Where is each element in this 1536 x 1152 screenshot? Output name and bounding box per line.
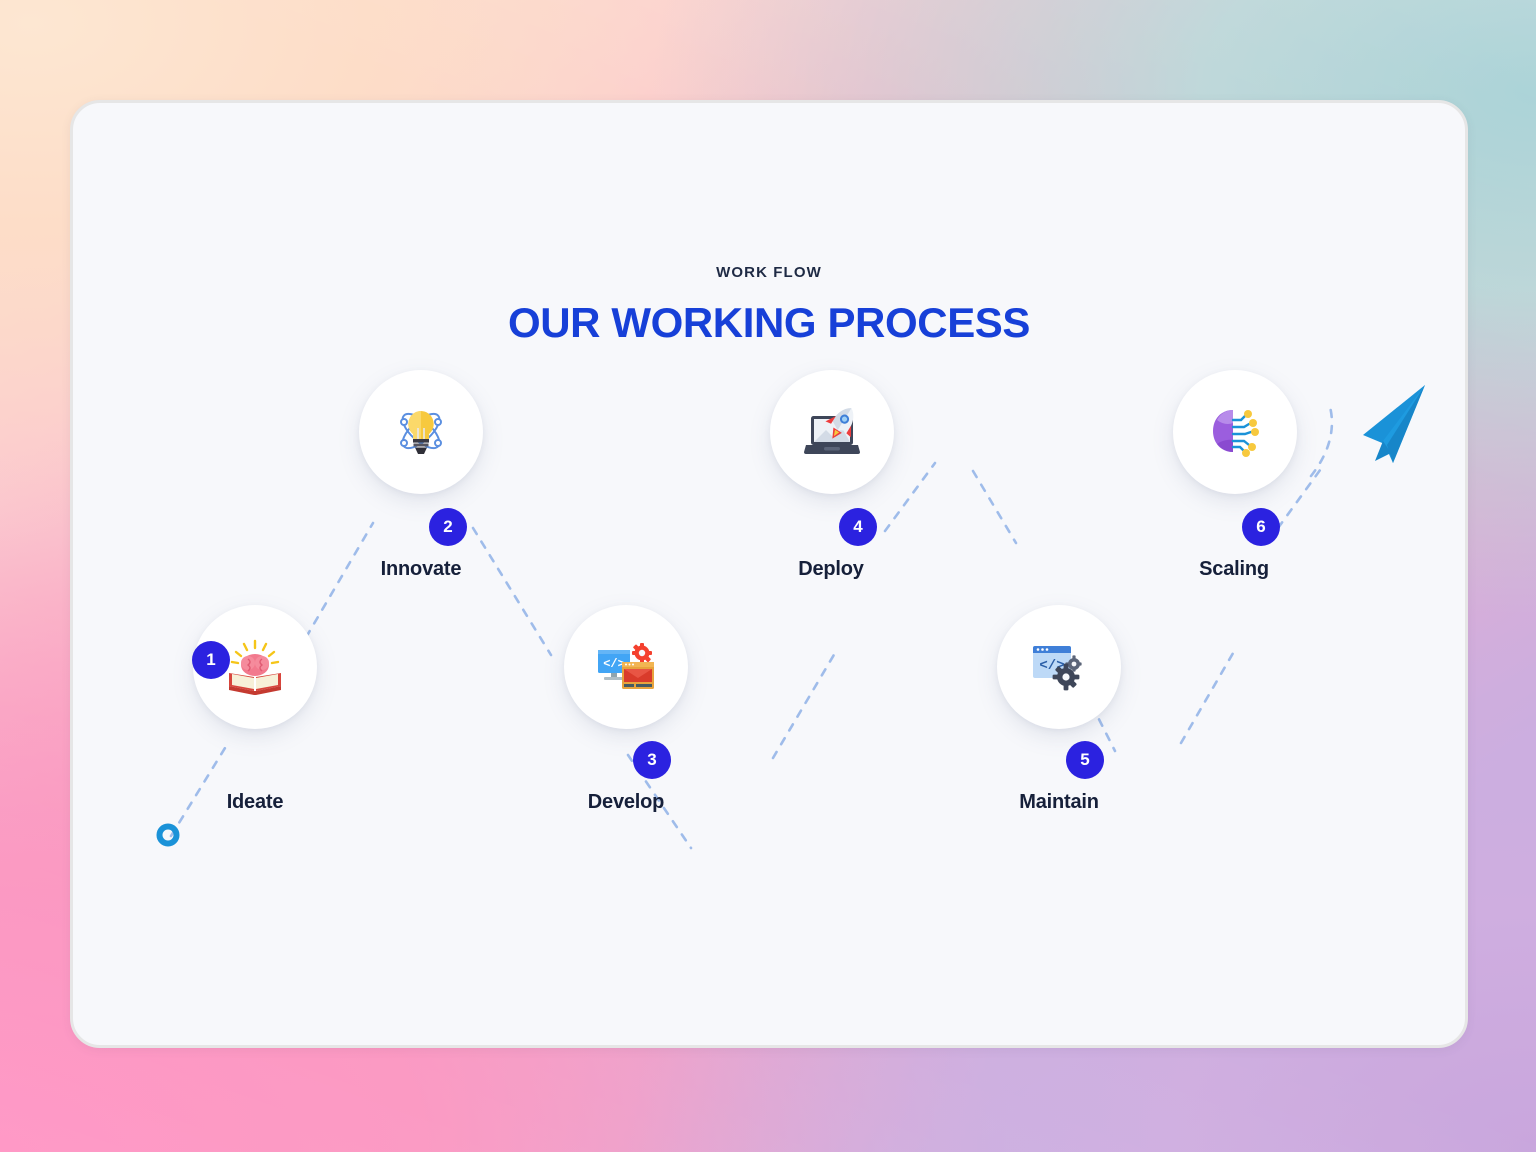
- step-label-4: Deploy: [798, 558, 864, 580]
- step-node-6[interactable]: [1173, 370, 1297, 494]
- step-badge-5: 5: [1066, 741, 1104, 779]
- laptop-rocket-icon: [804, 408, 860, 454]
- step-label-1: Ideate: [226, 791, 284, 813]
- browser-code-gears-icon: </>: [1033, 646, 1082, 691]
- section-eyebrow: WORK FLOW: [716, 264, 822, 281]
- page-title: OUR WORKING PROCESS: [507, 299, 1031, 346]
- svg-text:</>: </>: [603, 657, 625, 671]
- step-node-2[interactable]: [359, 370, 483, 494]
- brain-book-icon: [229, 639, 281, 695]
- lightbulb-atom-icon: [400, 411, 442, 454]
- step-node-3[interactable]: </>: [564, 605, 688, 729]
- step-badge-4: 4: [839, 508, 877, 546]
- paper-plane-icon: [1363, 385, 1425, 463]
- step-badge-2: 2: [429, 508, 467, 546]
- step-badge-1: 1: [192, 641, 230, 679]
- step-label-6: Scaling: [1199, 558, 1269, 580]
- code-monitor-gear-icon: </>: [598, 643, 654, 689]
- ai-brain-circuit-icon: [1213, 410, 1259, 457]
- workflow-card: WORK FLOW OUR WORKING PROCESS: [70, 100, 1468, 1048]
- start-dot: [156, 823, 180, 847]
- step-node-4[interactable]: [770, 370, 894, 494]
- step-label-2: Innovate: [380, 558, 462, 580]
- step-badge-6: 6: [1242, 508, 1280, 546]
- step-badge-3: 3: [633, 741, 671, 779]
- step-label-5: Maintain: [1019, 791, 1099, 813]
- step-label-3: Develop: [587, 791, 665, 813]
- step-node-5[interactable]: </>: [997, 605, 1121, 729]
